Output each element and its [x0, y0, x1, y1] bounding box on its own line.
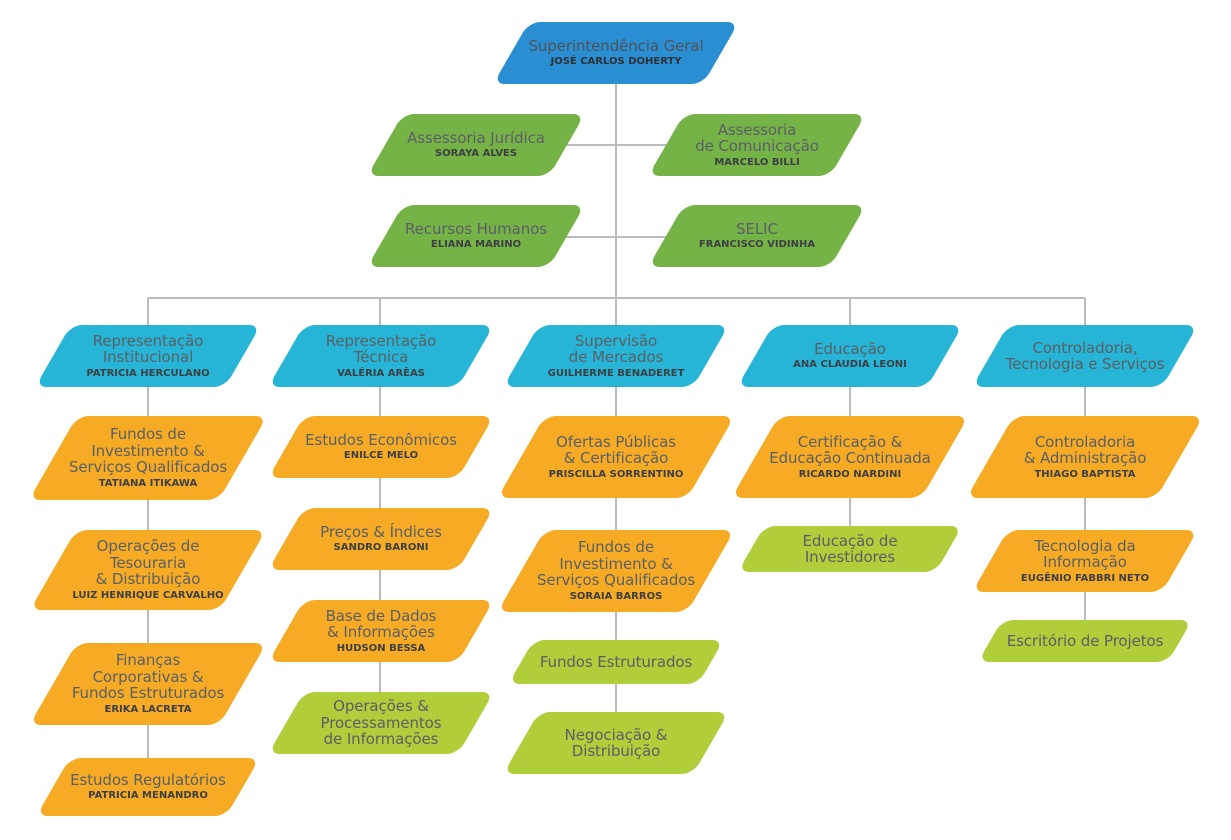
node-person: VALÉRIA ARÊAS — [337, 367, 425, 379]
node-title: Controladoria, Tecnologia e Serviços — [1005, 338, 1165, 373]
node-fundos-estruturados[interactable]: Fundos Estruturados — [508, 640, 724, 684]
node-escritorio-projetos[interactable]: Escritório de Projetos — [977, 620, 1193, 662]
node-title: Estudos Econômicos — [305, 430, 457, 449]
node-supervisao-mercados[interactable]: Supervisão de Mercados GUILHERME BENADER… — [503, 325, 729, 387]
node-title: Certificação & Educação Continuada — [769, 432, 931, 467]
node-recursos-humanos[interactable]: Recursos Humanos ELIANA MARINO — [367, 205, 585, 267]
node-base-de-dados[interactable]: Base de Dados & Informações HUDSON BESSA — [268, 600, 494, 662]
node-operacoes-tesouraria[interactable]: Operações de Tesouraria & Distribuição L… — [29, 530, 267, 610]
node-person: PATRICIA MENANDRO — [88, 790, 208, 802]
node-title: Educação — [814, 339, 886, 358]
node-assessoria-comunicacao[interactable]: Assessoria de Comunicação MARCELO BILLI — [648, 114, 866, 176]
node-controladoria-administracao[interactable]: Controladoria & Administração THIAGO BAP… — [966, 416, 1204, 498]
node-person: SORAYA ALVES — [434, 148, 518, 160]
node-representacao-tecnica[interactable]: Representação Técnica VALÉRIA ARÊAS — [268, 325, 494, 387]
node-title: Tecnologia da Informação — [1034, 536, 1136, 571]
node-educacao-investidores[interactable]: Educação de Investidores — [737, 526, 963, 572]
node-title: Fundos de Investimento & Serviços Qualif… — [68, 425, 228, 477]
node-person: JOSÉ CARLOS DOHERTY — [550, 56, 682, 68]
node-title: SELIC — [736, 219, 778, 238]
node-person: ENILCE MELO — [343, 450, 419, 462]
node-person: SORAIA BARROS — [569, 590, 663, 602]
node-title: Operações de Tesouraria & Distribuição — [95, 537, 201, 589]
node-representacao-institucional[interactable]: Representação Institucional PATRICIA HER… — [35, 325, 261, 387]
node-negociacao-distribuicao[interactable]: Negociação & Distribuição — [503, 712, 729, 774]
node-selic[interactable]: SELIC FRANCISCO VIDINHA — [648, 205, 866, 267]
node-title: Recursos Humanos — [405, 219, 547, 238]
node-title: Negociação & Distribuição — [564, 725, 668, 760]
node-title: Operações & Processamentos de Informaçõe… — [320, 697, 442, 749]
node-ofertas-publicas[interactable]: Ofertas Públicas & Certificação PRISCILL… — [497, 416, 735, 498]
node-title: Assessoria de Comunicação — [695, 120, 819, 155]
node-estudos-regulatorios[interactable]: Estudos Regulatórios PATRICIA MENANDRO — [36, 758, 260, 816]
node-title: Finanças Corporativas & Fundos Estrutura… — [71, 651, 225, 703]
node-person: ANA CLAUDIA LEONI — [793, 359, 907, 371]
node-title: Assessoria Jurídica — [407, 128, 545, 147]
node-fundos-investimento-1[interactable]: Fundos de Investimento & Serviços Qualif… — [28, 416, 268, 500]
node-operacoes-processamentos[interactable]: Operações & Processamentos de Informaçõe… — [268, 692, 494, 754]
node-financas-corporativas[interactable]: Finanças Corporativas & Fundos Estrutura… — [29, 643, 267, 725]
node-educacao[interactable]: Educação ANA CLAUDIA LEONI — [737, 325, 963, 387]
node-title: Supervisão de Mercados — [568, 331, 664, 366]
node-person: FRANCISCO VIDINHA — [698, 239, 816, 251]
node-title: Educação de Investidores — [802, 531, 898, 566]
node-superintendencia-geral[interactable]: Superintendência Geral JOSÉ CARLOS DOHER… — [493, 22, 739, 84]
node-title: Base de Dados & Informações — [325, 606, 437, 641]
node-certificacao-educacao[interactable]: Certificação & Educação Continuada RICAR… — [731, 416, 969, 498]
node-person: SANDRO BARONI — [333, 542, 429, 554]
node-person: MARCELO BILLI — [714, 156, 800, 168]
node-title: Controladoria & Administração — [1023, 432, 1147, 467]
node-person: ERIKA LACRETA — [104, 703, 192, 715]
node-person: PRISCILLA SORRENTINO — [548, 468, 684, 480]
node-title: Preços & Índices — [320, 522, 442, 541]
node-title: Representação Institucional — [92, 331, 204, 366]
node-fundos-investimento-2[interactable]: Fundos de Investimento & Serviços Qualif… — [497, 530, 735, 612]
node-person: RICARDO NARDINI — [798, 468, 902, 480]
node-person: ELIANA MARINO — [430, 239, 522, 251]
node-title: Fundos Estruturados — [539, 652, 693, 671]
node-tecnologia-informacao[interactable]: Tecnologia da Informação EUGÊNIO FABBRI … — [972, 530, 1198, 592]
node-title: Estudos Regulatórios — [70, 770, 226, 789]
node-person: TATIANA ITIKAWA — [98, 477, 198, 489]
node-person: EUGÊNIO FABBRI NETO — [1020, 572, 1150, 584]
node-person: LUIZ HENRIQUE CARVALHO — [72, 589, 224, 601]
node-estudos-economicos[interactable]: Estudos Econômicos ENILCE MELO — [268, 416, 494, 478]
node-title: Superintendência Geral — [528, 36, 704, 55]
node-precos-indices[interactable]: Preços & Índices SANDRO BARONI — [268, 508, 494, 570]
node-person: PATRICIA HERCULANO — [86, 367, 210, 379]
node-title: Representação Técnica — [325, 331, 437, 366]
node-person: HUDSON BESSA — [336, 642, 426, 654]
node-title: Escritório de Projetos — [1006, 631, 1164, 650]
node-title: Ofertas Públicas & Certificação — [556, 432, 676, 467]
node-person: GUILHERME BENADERET — [547, 367, 685, 379]
node-title: Fundos de Investimento & Serviços Qualif… — [536, 538, 696, 590]
node-person: THIAGO BAPTISTA — [1034, 468, 1136, 480]
node-controladoria-tecnologia-servicos[interactable]: Controladoria, Tecnologia e Serviços — [972, 325, 1198, 387]
node-assessoria-juridica[interactable]: Assessoria Jurídica SORAYA ALVES — [367, 114, 585, 176]
